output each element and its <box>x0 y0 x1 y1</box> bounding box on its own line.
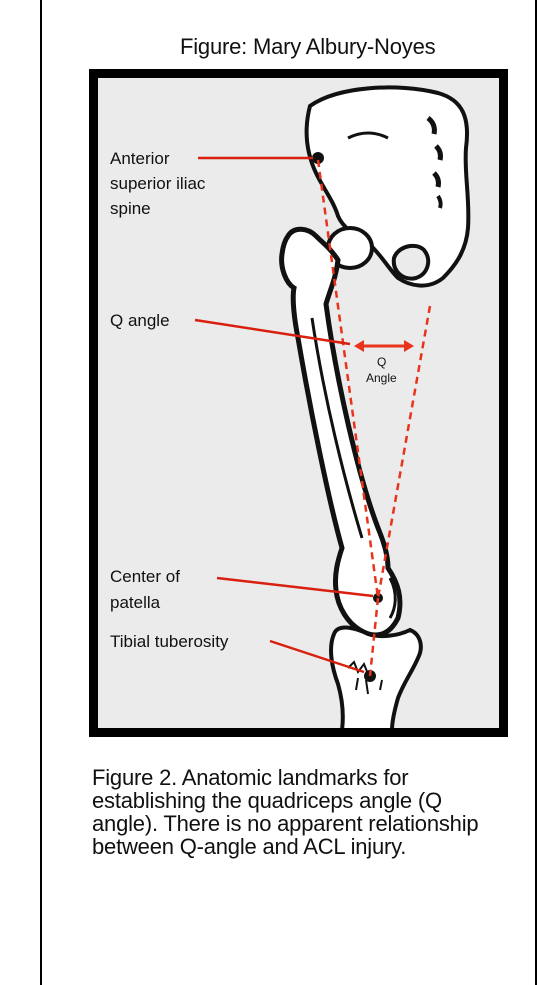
tibial-label: Tibial tuberosity <box>110 632 229 651</box>
femur-bone <box>282 229 400 635</box>
asis-label-line1: Anterior <box>110 149 170 168</box>
q-angle-label: Q angle <box>110 311 170 330</box>
patella-label-line1: Center of <box>110 567 180 586</box>
q-inner-label-angle: Angle <box>366 371 397 385</box>
patella-label-line2: patella <box>110 593 161 612</box>
figure-credit: Figure: Mary Albury-Noyes <box>180 34 435 60</box>
asis-label-line3: spine <box>110 199 151 218</box>
obturator-foramen <box>394 246 428 279</box>
asis-label-line2: superior iliac <box>110 174 206 193</box>
femur-diagram: Q Angle Anterior superior iliac spine Q … <box>98 78 499 728</box>
tibia-bone <box>331 627 421 728</box>
figure-caption: Figure 2. Anatomic landmarks for establi… <box>92 766 512 858</box>
q-inner-label-q: Q <box>377 355 386 369</box>
anatomy-figure: Q Angle Anterior superior iliac spine Q … <box>89 69 508 737</box>
